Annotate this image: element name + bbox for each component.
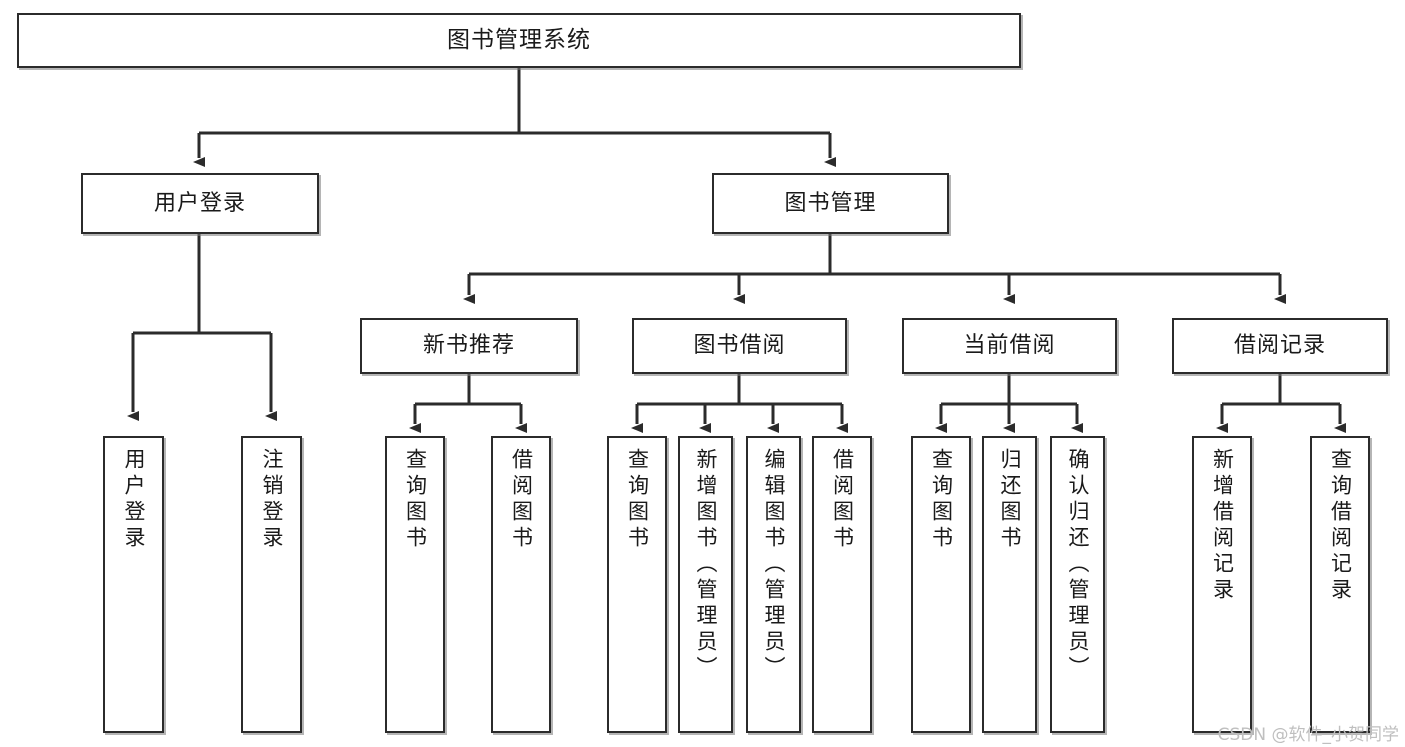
- leaf-book-borrow-query-book[interactable]: 查询图书: [607, 436, 667, 733]
- node-label: 图书管理: [784, 190, 877, 216]
- node-new-book-recommend[interactable]: 新书推荐: [360, 318, 578, 374]
- node-label: 新增图书（管理员）: [694, 448, 718, 682]
- node-current-borrow[interactable]: 当前借阅: [902, 318, 1117, 374]
- node-label: 确认归还（管理员）: [1066, 448, 1090, 682]
- leaf-current-borrow-return-book[interactable]: 归还图书: [982, 436, 1037, 733]
- node-label: 查询图书: [403, 448, 428, 552]
- node-label: 图书借阅: [693, 333, 786, 359]
- node-label: 注销登录: [260, 448, 284, 552]
- node-label: 查询图书: [625, 448, 650, 552]
- leaf-book-borrow-add-book-admin[interactable]: 新增图书（管理员）: [678, 436, 733, 733]
- leaf-borrow-record-add-record[interactable]: 新增借阅记录: [1192, 436, 1252, 733]
- leaf-book-borrow-edit-book-admin[interactable]: 编辑图书（管理员）: [746, 436, 801, 733]
- node-label: 用户登录: [122, 448, 146, 552]
- node-borrow-record[interactable]: 借阅记录: [1172, 318, 1388, 374]
- csdn-watermark: CSDN @软件_小贺同学: [1217, 725, 1399, 745]
- node-label: 查询图书: [929, 448, 954, 552]
- node-label: 归还图书: [998, 448, 1022, 552]
- leaf-new-book-borrow-book[interactable]: 借阅图书: [491, 436, 551, 733]
- node-label: 借阅记录: [1233, 333, 1326, 359]
- leaf-book-borrow-borrow-book[interactable]: 借阅图书: [812, 436, 872, 733]
- leaf-current-borrow-confirm-return-admin[interactable]: 确认归还（管理员）: [1050, 436, 1105, 733]
- node-label: 编辑图书（管理员）: [762, 448, 786, 682]
- node-label: 借阅图书: [509, 448, 534, 552]
- leaf-borrow-record-query-record[interactable]: 查询借阅记录: [1310, 436, 1370, 733]
- leaf-new-book-query-book[interactable]: 查询图书: [385, 436, 445, 733]
- node-label: 查询借阅记录: [1328, 448, 1353, 604]
- node-book-borrow[interactable]: 图书借阅: [632, 318, 847, 374]
- node-book-management[interactable]: 图书管理: [712, 173, 949, 234]
- leaf-current-borrow-query-book[interactable]: 查询图书: [911, 436, 971, 733]
- node-label: 当前借阅: [963, 333, 1056, 359]
- leaf-user-login-logout[interactable]: 注销登录: [241, 436, 302, 733]
- node-root-book-management-system[interactable]: 图书管理系统: [17, 13, 1021, 68]
- node-label: 借阅图书: [830, 448, 855, 552]
- node-label: 用户登录: [153, 190, 246, 216]
- leaf-user-login-login[interactable]: 用户登录: [103, 436, 164, 733]
- node-label: 图书管理系统: [447, 27, 591, 54]
- node-label: 新书推荐: [422, 333, 515, 359]
- node-user-login[interactable]: 用户登录: [81, 173, 319, 234]
- node-label: 新增借阅记录: [1210, 448, 1235, 604]
